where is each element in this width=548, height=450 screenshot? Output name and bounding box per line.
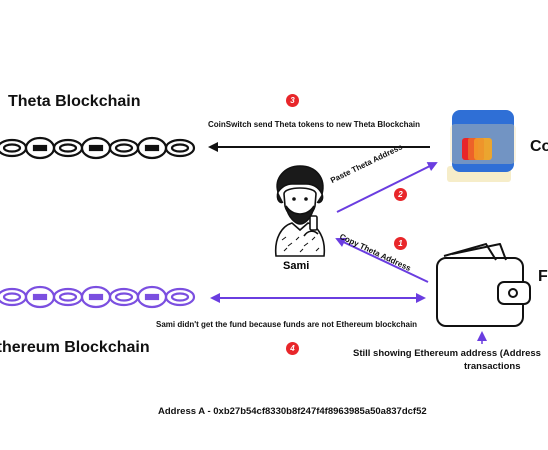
step-badge-4: 4: [286, 342, 299, 355]
wallet-label: F: [538, 268, 548, 285]
step-badge-2: 2: [394, 188, 407, 201]
credit-card-icon: [447, 110, 516, 182]
ethereum-blockchain-title: Ethereum Blockchain: [0, 339, 150, 356]
theta-chain-icon: [0, 136, 196, 160]
ethereum-chain-icon: [0, 285, 196, 309]
person-name-label: Sami: [283, 260, 310, 272]
person-avatar-icon: [274, 165, 326, 257]
not-ethereum-label: Sami didn't get the fund because funds a…: [156, 320, 418, 329]
coinswitch-label: Co: [530, 138, 548, 155]
step-badge-1: 1: [394, 237, 407, 250]
theta-blockchain-title: Theta Blockchain: [8, 93, 141, 110]
address-text: Address A - 0xb27b54cf8330b8f247f4f89639…: [158, 406, 427, 417]
wallet-icon: [436, 242, 531, 327]
step-badge-3: 3: [286, 94, 299, 107]
status-line-1: Still showing Ethereum address (Address: [353, 348, 541, 359]
coinswitch-send-label: CoinSwitch send Theta tokens to new Thet…: [208, 120, 421, 129]
status-line-2: transactions: [464, 361, 521, 372]
arrow-sami-to-coinswitch: [336, 162, 438, 213]
arrow-wallet-to-sami: [335, 237, 429, 283]
